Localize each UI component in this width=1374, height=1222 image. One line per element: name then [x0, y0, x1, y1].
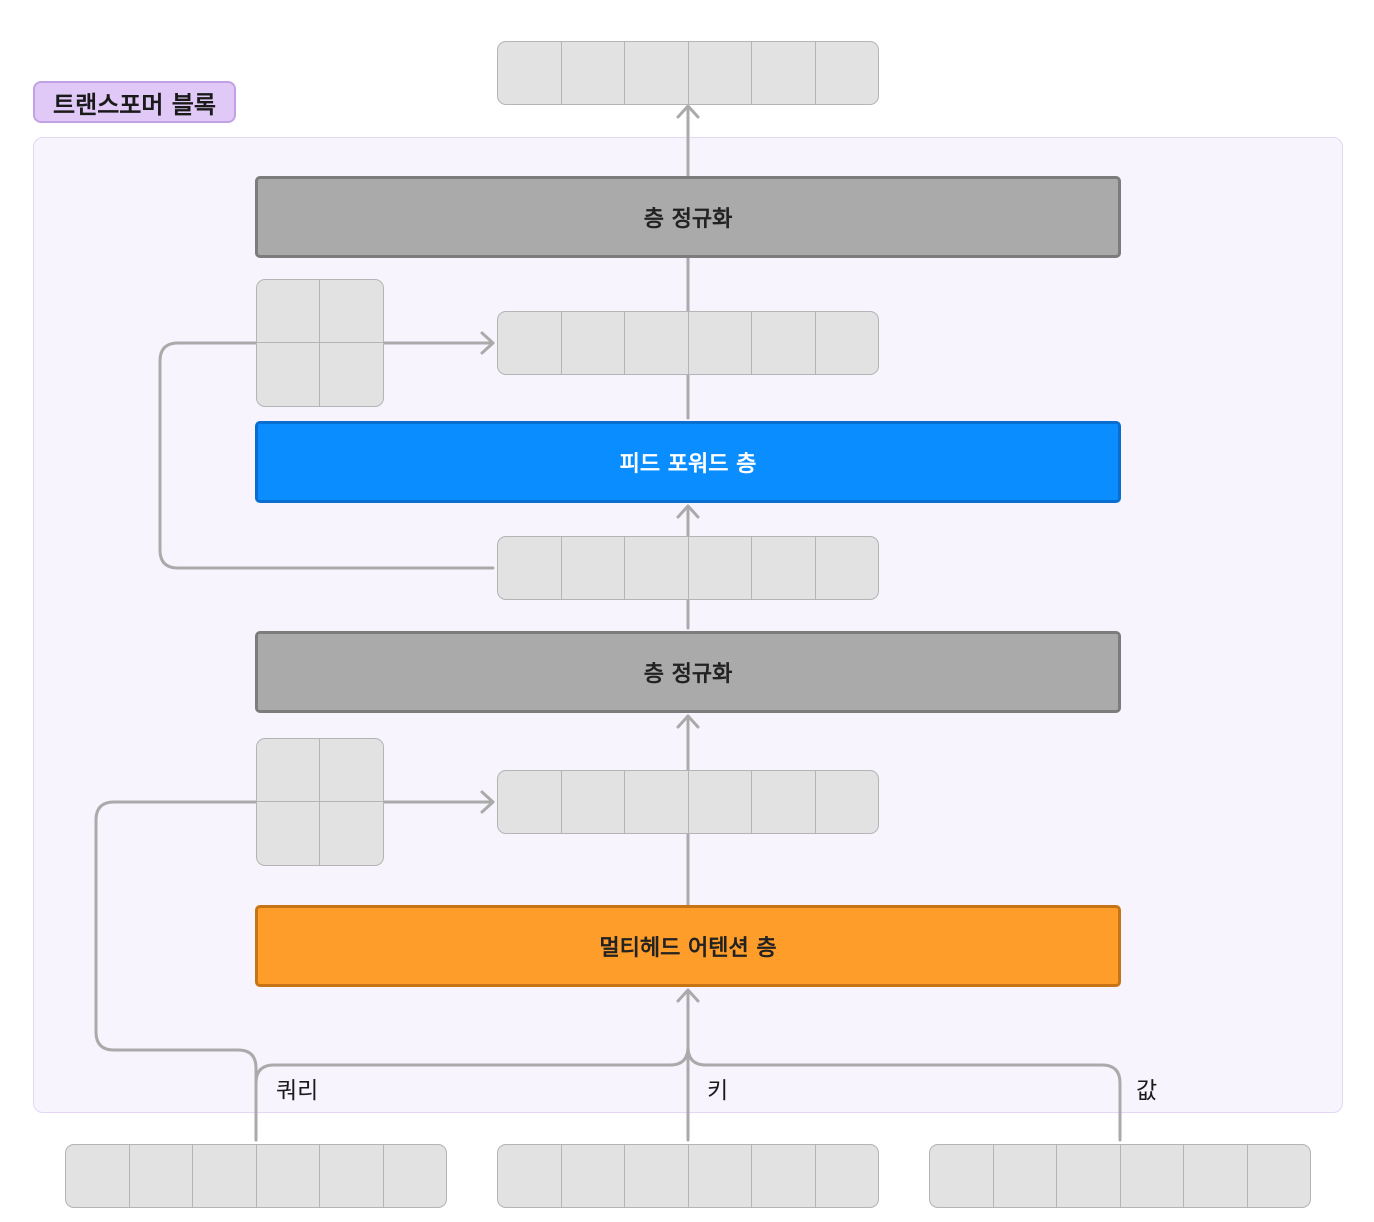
arrow-to-attention — [676, 988, 700, 1142]
residual-matrix-attention — [256, 738, 384, 866]
multi-head-attention-layer: 멀티헤드 어텐션 층 — [255, 905, 1121, 987]
query-input-vector — [65, 1144, 447, 1208]
residual-matrix-feed-forward — [256, 279, 384, 407]
layer-norm-top: 층 정규화 — [255, 176, 1121, 258]
key-input-vector — [497, 1144, 879, 1208]
value-label: 값 — [1136, 1078, 1158, 1104]
wire-value-branch — [686, 1045, 1122, 1142]
query-label: 쿼리 — [276, 1078, 319, 1104]
layer-norm-bottom: 층 정규화 — [255, 631, 1121, 713]
wire-query-branch — [254, 1045, 690, 1142]
key-label: 키 — [707, 1078, 729, 1104]
feed-forward-layer: 피드 포워드 층 — [255, 421, 1121, 503]
residual-connection-attention — [94, 790, 495, 1142]
transformer-block-title: 트랜스포머 블록 — [33, 81, 236, 123]
residual-connection-feed-forward — [158, 331, 495, 570]
intermediate-vector — [497, 536, 879, 600]
arrow-to-output — [676, 104, 700, 178]
value-input-vector — [929, 1144, 1311, 1208]
output-vector — [497, 41, 879, 105]
feed-forward-sum-vector — [497, 311, 879, 375]
attention-sum-vector — [497, 770, 879, 834]
